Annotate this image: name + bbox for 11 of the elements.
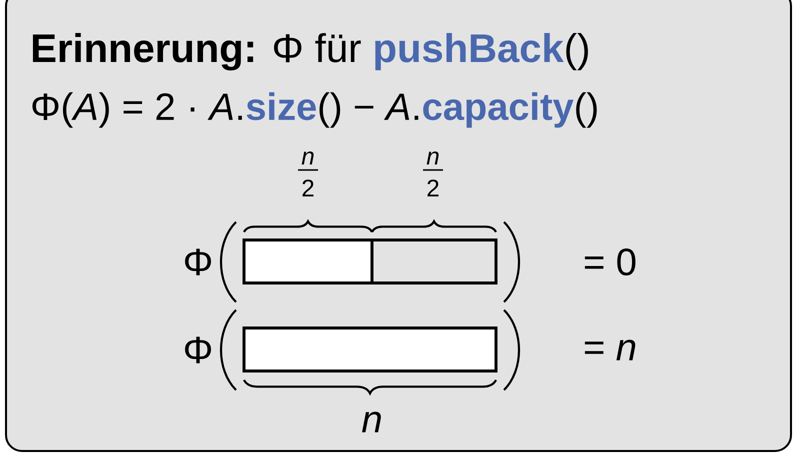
fraction-denominator: 2 xyxy=(302,180,314,196)
title-text: Erinnerung: Φ für pushBack() xyxy=(32,33,588,70)
fraction-numerator: n xyxy=(302,152,314,164)
fraction-denominator: 2 xyxy=(428,180,438,196)
formula-text: Φ(A) = 2 · A.size() − A.capacity() xyxy=(32,92,597,128)
phi-symbol: Φ xyxy=(185,336,212,364)
phi-symbol: Φ xyxy=(185,248,212,276)
fraction-numerator: n xyxy=(426,152,439,164)
result-text: = n xyxy=(584,340,636,360)
result-text: = 0 xyxy=(584,248,636,276)
brace-label: n xyxy=(362,412,381,432)
